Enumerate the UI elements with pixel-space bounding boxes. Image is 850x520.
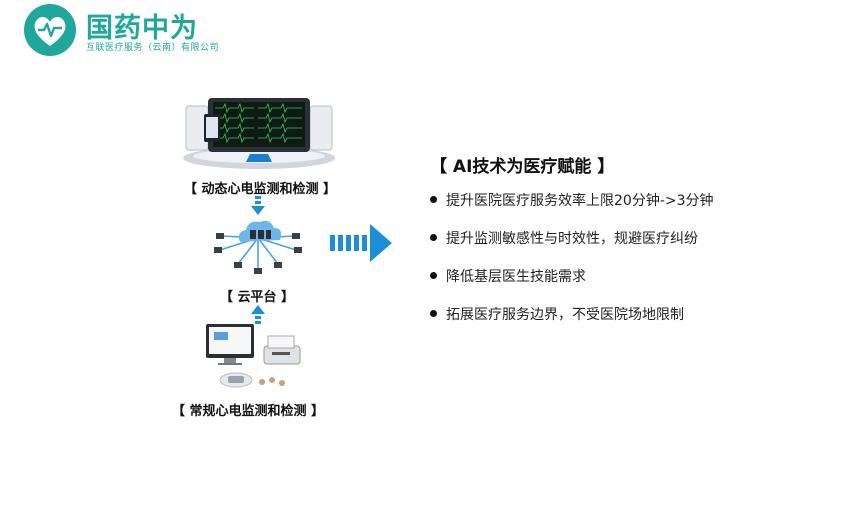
regular-ecg-equipment-image (206, 324, 301, 388)
heart-logo-icon (24, 4, 76, 56)
logo-subtitle: 互联医疗服务（云南）有限公司 (86, 43, 220, 53)
list-item-text: 降低基层医生技能需求 (446, 269, 586, 285)
bullet-icon (430, 196, 437, 203)
arrow-right-icon (330, 224, 392, 262)
bullet-icon (430, 310, 437, 317)
list-item: 提升医院医疗服务效率上限20分钟->3分钟 (430, 190, 714, 228)
bullet-icon (430, 234, 437, 241)
company-logo: 国药中为 互联医疗服务（云南）有限公司 (22, 2, 232, 58)
logo-title: 国药中为 (86, 13, 198, 44)
list-item-text: 提升医院医疗服务效率上限20分钟->3分钟 (446, 193, 714, 209)
arrow-down-icon (251, 196, 265, 215)
list-item: 拓展医疗服务边界，不受医院场地限制 (430, 304, 714, 342)
label-cloud-platform: 【 云平台 】 (220, 290, 295, 305)
list-item-text: 提升监测敏感性与时效性，规避医疗纠纷 (446, 231, 698, 247)
label-regular-ecg: 【 常规心电监测和检测 】 (172, 404, 325, 419)
cloud-network-icon (214, 220, 302, 274)
system-diagram: 【 动态心电监测和检测 】 【 云平台 】 (140, 90, 380, 430)
label-dynamic-ecg: 【 动态心电监测和检测 】 (184, 182, 337, 197)
ai-benefit-list: 提升医院医疗服务效率上限20分钟->3分钟 提升监测敏感性与时效性，规避医疗纠纷… (430, 190, 714, 342)
arrow-up-icon (251, 305, 265, 324)
ai-section-title: 【 AI技术为医疗赋能 】 (430, 157, 615, 177)
bullet-icon (430, 272, 437, 279)
list-item: 降低基层医生技能需求 (430, 266, 714, 304)
dynamic-ecg-monitor-image (183, 98, 335, 169)
list-item: 提升监测敏感性与时效性，规避医疗纠纷 (430, 228, 714, 266)
list-item-text: 拓展医疗服务边界，不受医院场地限制 (446, 307, 684, 323)
